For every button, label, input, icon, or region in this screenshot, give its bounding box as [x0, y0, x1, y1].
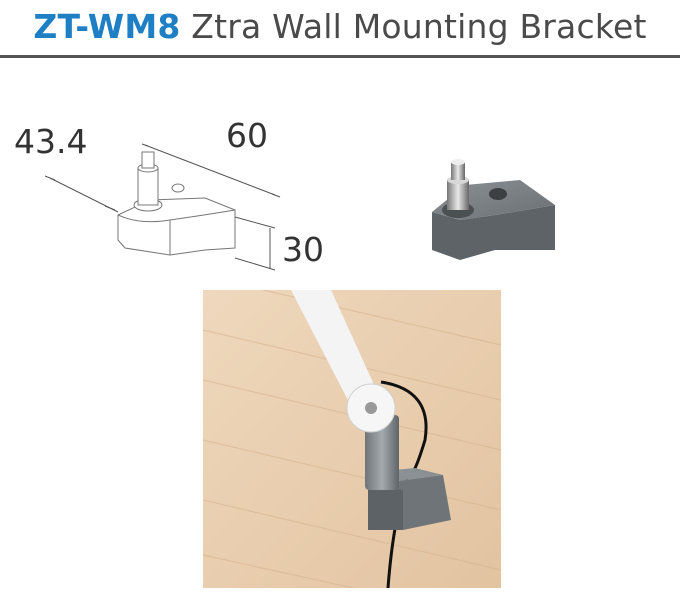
depth-dimension-line [49, 177, 111, 209]
bracket-outline-drawing [117, 151, 236, 256]
dimension-width-label: 60 [226, 116, 268, 155]
dimension-height-label: 30 [282, 230, 324, 269]
product-name: Ztra Wall Mounting Bracket [191, 7, 647, 46]
dimension-depth-label: 43.4 [14, 122, 88, 161]
header-divider [0, 55, 680, 58]
bracket-render-image [432, 159, 555, 260]
page-title: ZT-WM8 Ztra Wall Mounting Bracket [0, 2, 680, 52]
technical-drawing [44, 143, 281, 271]
width-dimension-line [144, 144, 276, 196]
product-model: ZT-WM8 [33, 7, 181, 46]
installed-bracket-photo [203, 290, 501, 588]
